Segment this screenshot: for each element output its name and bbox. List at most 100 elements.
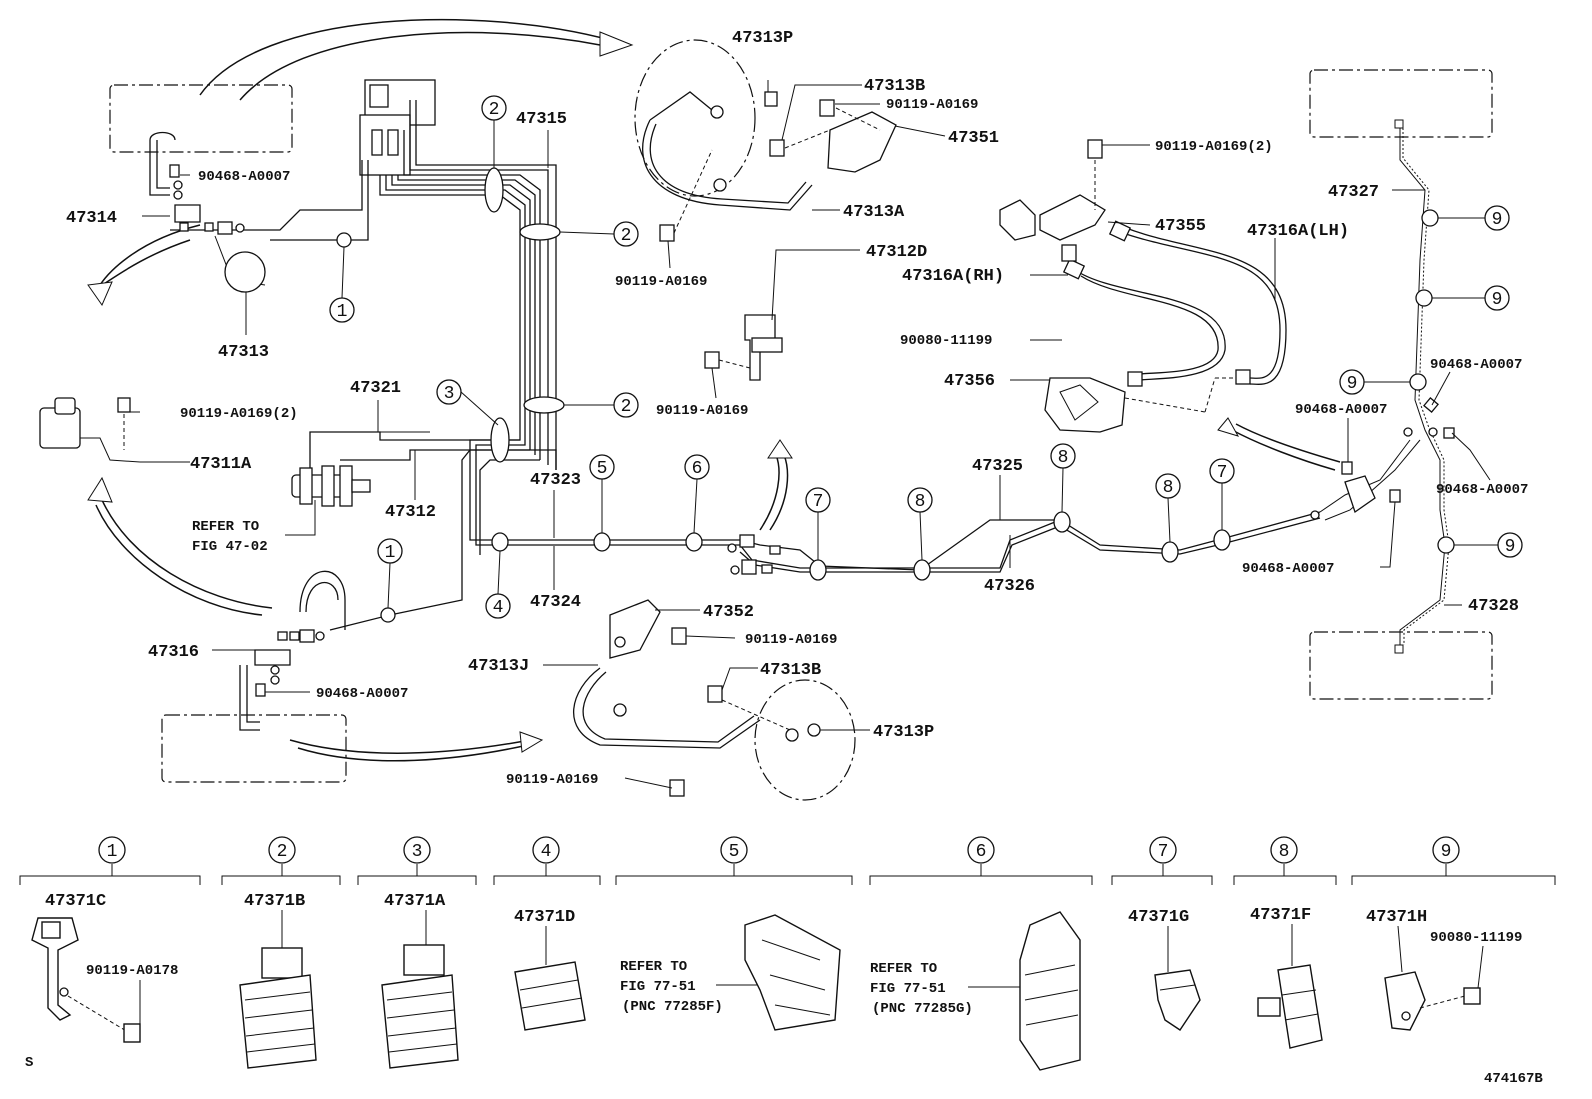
callout-8b: 8 (1058, 448, 1069, 468)
label-90119-b: 90119-A0169 (615, 274, 707, 290)
label-47313: 47313 (218, 343, 269, 362)
legend-num-8: 8 (1279, 842, 1290, 862)
part-labels: 47313P 47313B 90119-A0169 47351 47313A 9… (66, 29, 1528, 788)
master-cylinder-unit (359, 79, 436, 176)
legend-num-7: 7 (1158, 842, 1169, 862)
figure-id: 474167B (1484, 1071, 1543, 1087)
legend-part-47371G: 47371G (1128, 908, 1189, 927)
legend-refer5-b: FIG 77-51 (620, 979, 696, 995)
label-47313P-bot: 47313P (873, 723, 934, 742)
reference-boxes (109, 69, 1493, 783)
legend-num-6: 6 (976, 842, 987, 862)
label-90119-2b: 90119-A0169(2) (1155, 139, 1273, 155)
label-90468-d: 90468-A0007 (1295, 402, 1387, 418)
legend-part-47371A: 47371A (384, 892, 446, 911)
label-90119-d: 90119-A0169 (745, 632, 837, 648)
legend-num-2: 2 (277, 842, 288, 862)
footer: S 474167B (25, 1055, 1543, 1087)
front-flex-hose-top (634, 39, 897, 242)
legend-num-3: 3 (412, 842, 423, 862)
callout-9c: 9 (1347, 374, 1358, 394)
legend-num-9: 9 (1441, 842, 1452, 862)
label-90119-2a: 90119-A0169(2) (180, 406, 298, 422)
legend-refer5-c: (PNC 77285F) (622, 999, 723, 1015)
callout-1b: 1 (385, 543, 396, 563)
label-90080-a: 90080-11199 (900, 333, 992, 349)
label-47324: 47324 (530, 593, 581, 612)
label-47355: 47355 (1155, 217, 1206, 236)
label-47314: 47314 (66, 209, 117, 228)
label-90119-c: 90119-A0169 (656, 403, 748, 419)
legend-num-4: 4 (541, 842, 552, 862)
callout-9d: 9 (1505, 537, 1516, 557)
label-90468-f: 90468-A0007 (1242, 561, 1334, 577)
label-47316A-RH: 47316A(RH) (902, 267, 1004, 286)
left-components (39, 131, 371, 731)
label-90468-a: 90468-A0007 (198, 169, 290, 185)
legend-part-47371C: 47371C (45, 892, 106, 911)
label-47316A-LH: 47316A(LH) (1247, 222, 1349, 241)
front-flex-hose-bottom (573, 599, 856, 801)
legend-refer6-b: FIG 77-51 (870, 981, 946, 997)
label-47311A: 47311A (190, 455, 252, 474)
center-rear-pipes (491, 511, 1321, 581)
callout-4: 4 (493, 598, 504, 618)
callout-markers: 1 1 2 2 2 3 4 5 6 7 7 8 8 8 9 9 9 9 (329, 95, 1523, 619)
legend-part-47371H: 47371H (1366, 908, 1427, 927)
label-47323: 47323 (530, 471, 581, 490)
label-47351: 47351 (948, 129, 999, 148)
footer-left-mark: S (25, 1055, 33, 1071)
legend-extra-90080-11199: 90080-11199 (1430, 930, 1522, 946)
callout-6: 6 (692, 459, 703, 479)
callout-5: 5 (597, 459, 608, 479)
label-90468-b: 90468-A0007 (316, 686, 408, 702)
label-47328: 47328 (1468, 597, 1519, 616)
bracket-47312D (704, 314, 783, 381)
callout-7a: 7 (813, 492, 824, 512)
callout-8c: 8 (1163, 478, 1174, 498)
callout-2c: 2 (621, 397, 632, 417)
label-47326: 47326 (984, 577, 1035, 596)
label-47313J: 47313J (468, 657, 529, 676)
rear-flex-hoses (999, 139, 1287, 433)
label-47313A: 47313A (843, 203, 905, 222)
label-47325: 47325 (972, 457, 1023, 476)
callout-7b: 7 (1217, 463, 1228, 483)
callout-9a: 9 (1492, 210, 1503, 230)
label-47312: 47312 (385, 503, 436, 522)
legend-refer6-c: (PNC 77285G) (872, 1001, 973, 1017)
leader-lines (128, 80, 1498, 789)
legend-num-1: 1 (107, 842, 118, 862)
label-refer-4702-b: FIG 47-02 (192, 539, 268, 555)
legend-part-47371B: 47371B (244, 892, 305, 911)
label-90119-e: 90119-A0169 (506, 772, 598, 788)
label-refer-4702-a: REFER TO (192, 519, 259, 535)
legend-part-47371D: 47371D (514, 908, 575, 927)
callout-8a: 8 (915, 492, 926, 512)
label-47316: 47316 (148, 643, 199, 662)
label-90468-e: 90468-A0007 (1436, 482, 1528, 498)
label-47313B-top: 47313B (864, 77, 925, 96)
label-47313B-bot: 47313B (760, 661, 821, 680)
callout-2a: 2 (489, 100, 500, 120)
label-47356: 47356 (944, 372, 995, 391)
legend-num-5: 5 (729, 842, 740, 862)
callout-1a: 1 (337, 302, 348, 322)
legend-refer6-a: REFER TO (870, 961, 937, 977)
clip-legend: 1 2 3 4 5 6 7 8 9 47371C 90119-A0178 473… (19, 836, 1556, 1071)
label-47313P-top: 47313P (732, 29, 793, 48)
callout-2b: 2 (621, 226, 632, 246)
label-47312D: 47312D (866, 243, 927, 262)
callout-3: 3 (444, 384, 455, 404)
callout-9b: 9 (1492, 290, 1503, 310)
label-90468-c: 90468-A0007 (1430, 357, 1522, 373)
label-47321: 47321 (350, 379, 401, 398)
legend-refer5-a: REFER TO (620, 959, 687, 975)
label-47315: 47315 (516, 110, 567, 129)
legend-extra-90119-A0178: 90119-A0178 (86, 963, 178, 979)
legend-part-47371F: 47371F (1250, 906, 1311, 925)
label-47327: 47327 (1328, 183, 1379, 202)
label-90119-a: 90119-A0169 (886, 97, 978, 113)
main-pipe-bundle (170, 100, 740, 631)
